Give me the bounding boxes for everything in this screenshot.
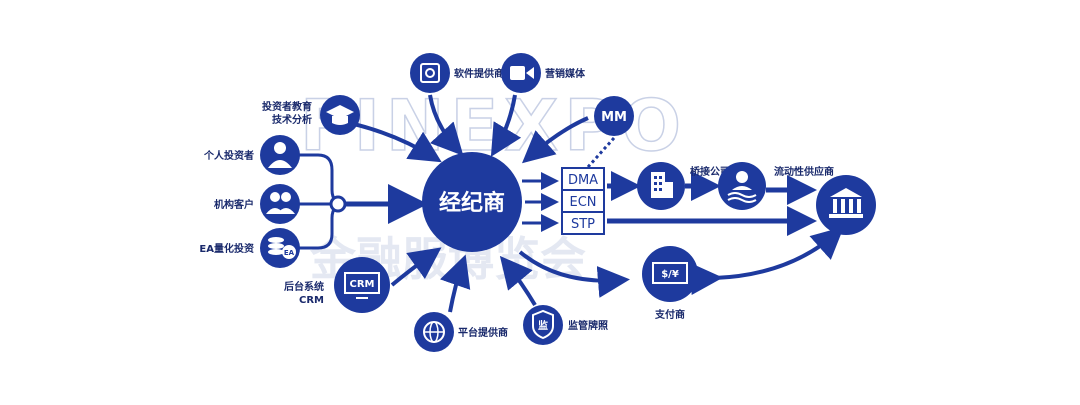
coins-icon bbox=[268, 237, 284, 243]
marketing-label: 营销媒体 bbox=[545, 67, 586, 80]
education-label-1: 投资者教育 bbox=[262, 100, 312, 113]
broker-hub-label: 经纪商 bbox=[439, 190, 505, 216]
license-label: 监管牌照 bbox=[568, 319, 608, 332]
education-label-2: 技术分析 bbox=[272, 113, 312, 126]
disk-icon bbox=[420, 63, 440, 83]
icon-liquidity-provider bbox=[718, 162, 766, 210]
marketing-arrow bbox=[490, 94, 522, 157]
crm-label-2: CRM bbox=[299, 295, 324, 306]
license-icon-text: 监 bbox=[538, 319, 548, 332]
icon-institutional bbox=[260, 184, 300, 224]
crm-icon-text: CRM bbox=[350, 279, 375, 290]
icon-software bbox=[410, 53, 450, 93]
liquidity-provider-label: 流动性供应商 bbox=[774, 165, 834, 178]
liquidity-flow-arrows bbox=[518, 171, 844, 298]
execution-boxes: DMA ECN STP bbox=[561, 167, 605, 235]
person-icon bbox=[274, 142, 286, 154]
icon-mm: MM bbox=[594, 96, 634, 136]
building-icon bbox=[651, 172, 665, 198]
quant-label: EA量化投资 bbox=[199, 242, 254, 255]
quant-icon-text: EA bbox=[284, 249, 295, 257]
card-icon bbox=[652, 262, 688, 284]
mm-icon-text: MM bbox=[601, 110, 627, 125]
individual-label: 个人投资者 bbox=[203, 149, 254, 162]
mm-dotted-link bbox=[586, 136, 616, 169]
icon-platform bbox=[414, 312, 454, 352]
payment-label: 支付商 bbox=[654, 308, 685, 321]
ecn-label: ECN bbox=[569, 195, 596, 210]
shield-icon bbox=[532, 309, 554, 340]
monitor-icon bbox=[344, 272, 380, 294]
payment-icon-text: $/¥ bbox=[661, 269, 679, 280]
software-label: 软件提供商 bbox=[454, 67, 504, 80]
institutional-label: 机构客户 bbox=[214, 198, 254, 211]
icon-crm: CRM bbox=[334, 257, 390, 313]
hub-payment-arrow bbox=[518, 250, 630, 298]
software-arrow bbox=[428, 94, 464, 156]
icon-education bbox=[320, 95, 360, 135]
hub-to-execution-arrows bbox=[522, 172, 559, 232]
icon-quant: EA bbox=[260, 228, 300, 268]
dma-label: DMA bbox=[568, 173, 598, 188]
stp-label: STP bbox=[571, 217, 595, 232]
icon-individual bbox=[260, 135, 300, 175]
platform-label: 平台提供商 bbox=[458, 326, 508, 339]
person-waves-icon bbox=[736, 171, 748, 183]
group-icon bbox=[270, 192, 280, 202]
icon-payment: $/¥ bbox=[642, 246, 698, 302]
graduation-cap-icon bbox=[326, 105, 354, 119]
platform-arrow bbox=[440, 254, 471, 313]
merge-node bbox=[329, 195, 347, 213]
payment-liquidity-arrow bbox=[690, 226, 844, 295]
broker-hub bbox=[422, 152, 522, 252]
crm-label-1: 后台系统 bbox=[284, 280, 324, 293]
bank-icon bbox=[830, 188, 862, 197]
icon-license: 监 bbox=[523, 305, 563, 345]
video-camera-icon bbox=[510, 66, 525, 80]
license-arrow bbox=[499, 255, 537, 307]
icon-bridge bbox=[637, 162, 685, 210]
crm-arrow bbox=[390, 247, 442, 287]
bridge-label: 桥接公司 bbox=[690, 165, 730, 178]
icon-marketing bbox=[501, 53, 541, 93]
icon-bank bbox=[816, 175, 876, 235]
mm-arrow bbox=[521, 116, 589, 164]
